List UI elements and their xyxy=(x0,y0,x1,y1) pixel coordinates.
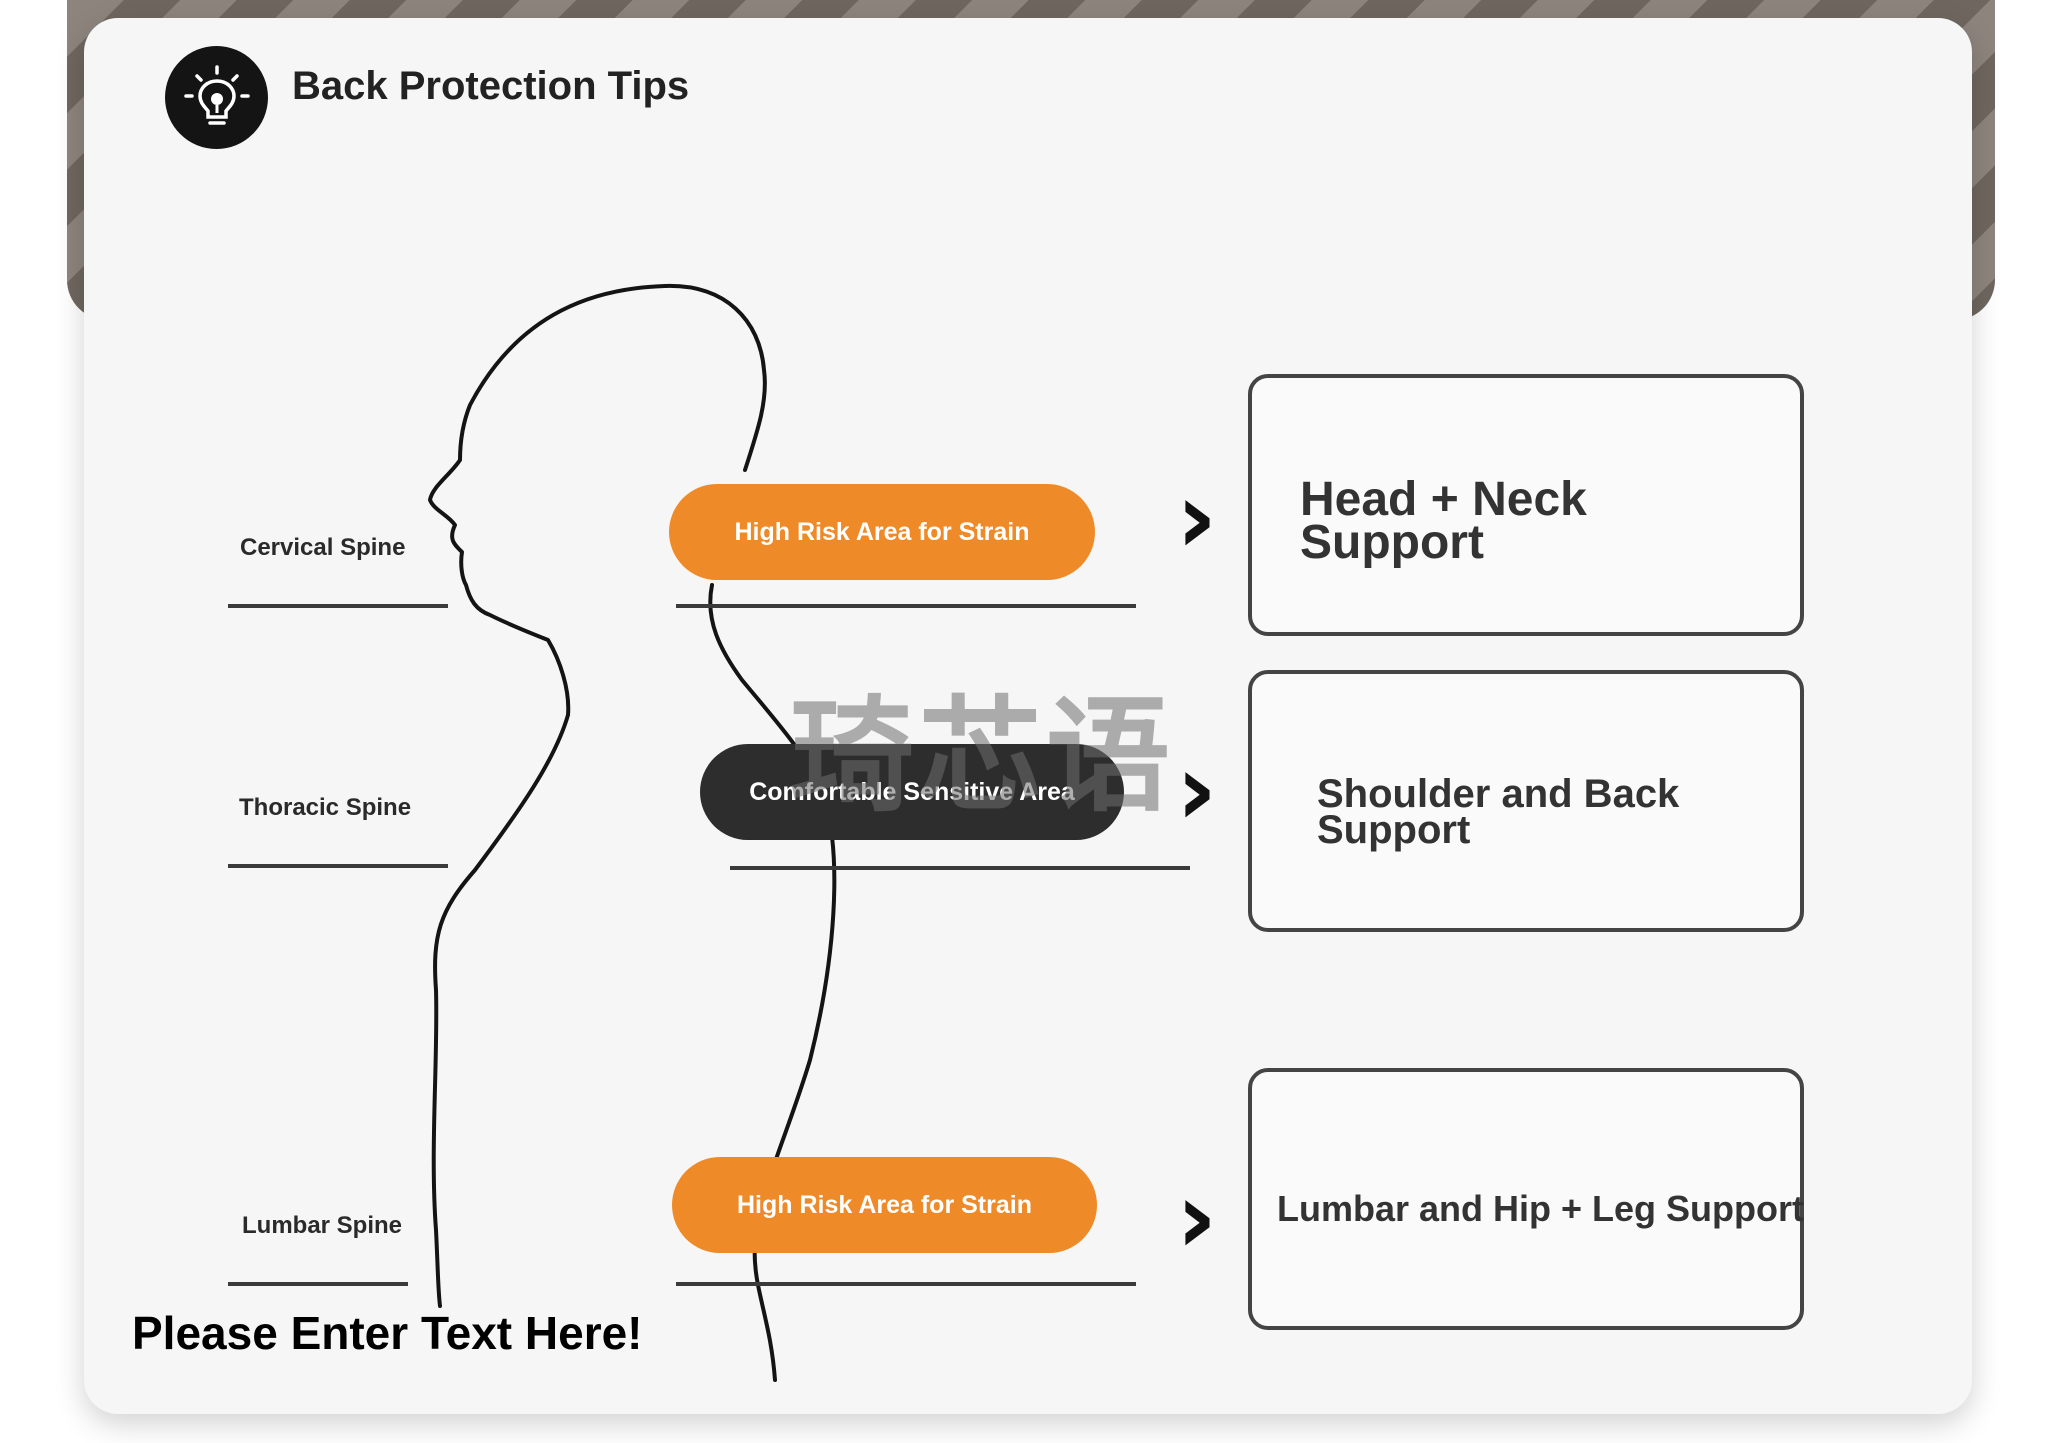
high-risk-pill-bottom: High Risk Area for Strain xyxy=(672,1157,1097,1253)
shoulder-back-support-text: Shoulder and Back Support xyxy=(1317,772,1680,852)
back-profile xyxy=(708,583,837,1382)
footer-placeholder-text[interactable]: Please Enter Text Here! xyxy=(132,1307,643,1359)
lumbar-hip-leg-support-text: Lumbar and Hip + Leg Support xyxy=(1277,1188,1805,1229)
chevron-right-icon: › xyxy=(1176,1159,1218,1276)
head-neck-support-text: Head + Neck Support xyxy=(1300,473,1587,570)
shoulder-back-support-box xyxy=(1248,670,1804,932)
chevron-right-icon: › xyxy=(1176,731,1218,848)
cervical-spine-label: Cervical Spine xyxy=(240,534,406,561)
sensitive-area-pill: Comfortable Sensitive Area xyxy=(700,744,1124,840)
chevron-right-icon: › xyxy=(1176,459,1218,576)
head-neck-support-box xyxy=(1248,374,1804,636)
lightbulb-icon xyxy=(165,46,268,149)
lumbar-spine-label: Lumbar Spine xyxy=(242,1212,403,1239)
high-risk-pill-top: High Risk Area for Strain xyxy=(669,484,1095,580)
page-title: Back Protection Tips xyxy=(292,64,690,108)
thoracic-spine-label: Thoracic Spine xyxy=(239,794,412,821)
head-profile xyxy=(428,283,767,1308)
watermark: 琦芯语 xyxy=(790,685,1175,829)
lumbar-hip-leg-support-box xyxy=(1248,1068,1804,1330)
